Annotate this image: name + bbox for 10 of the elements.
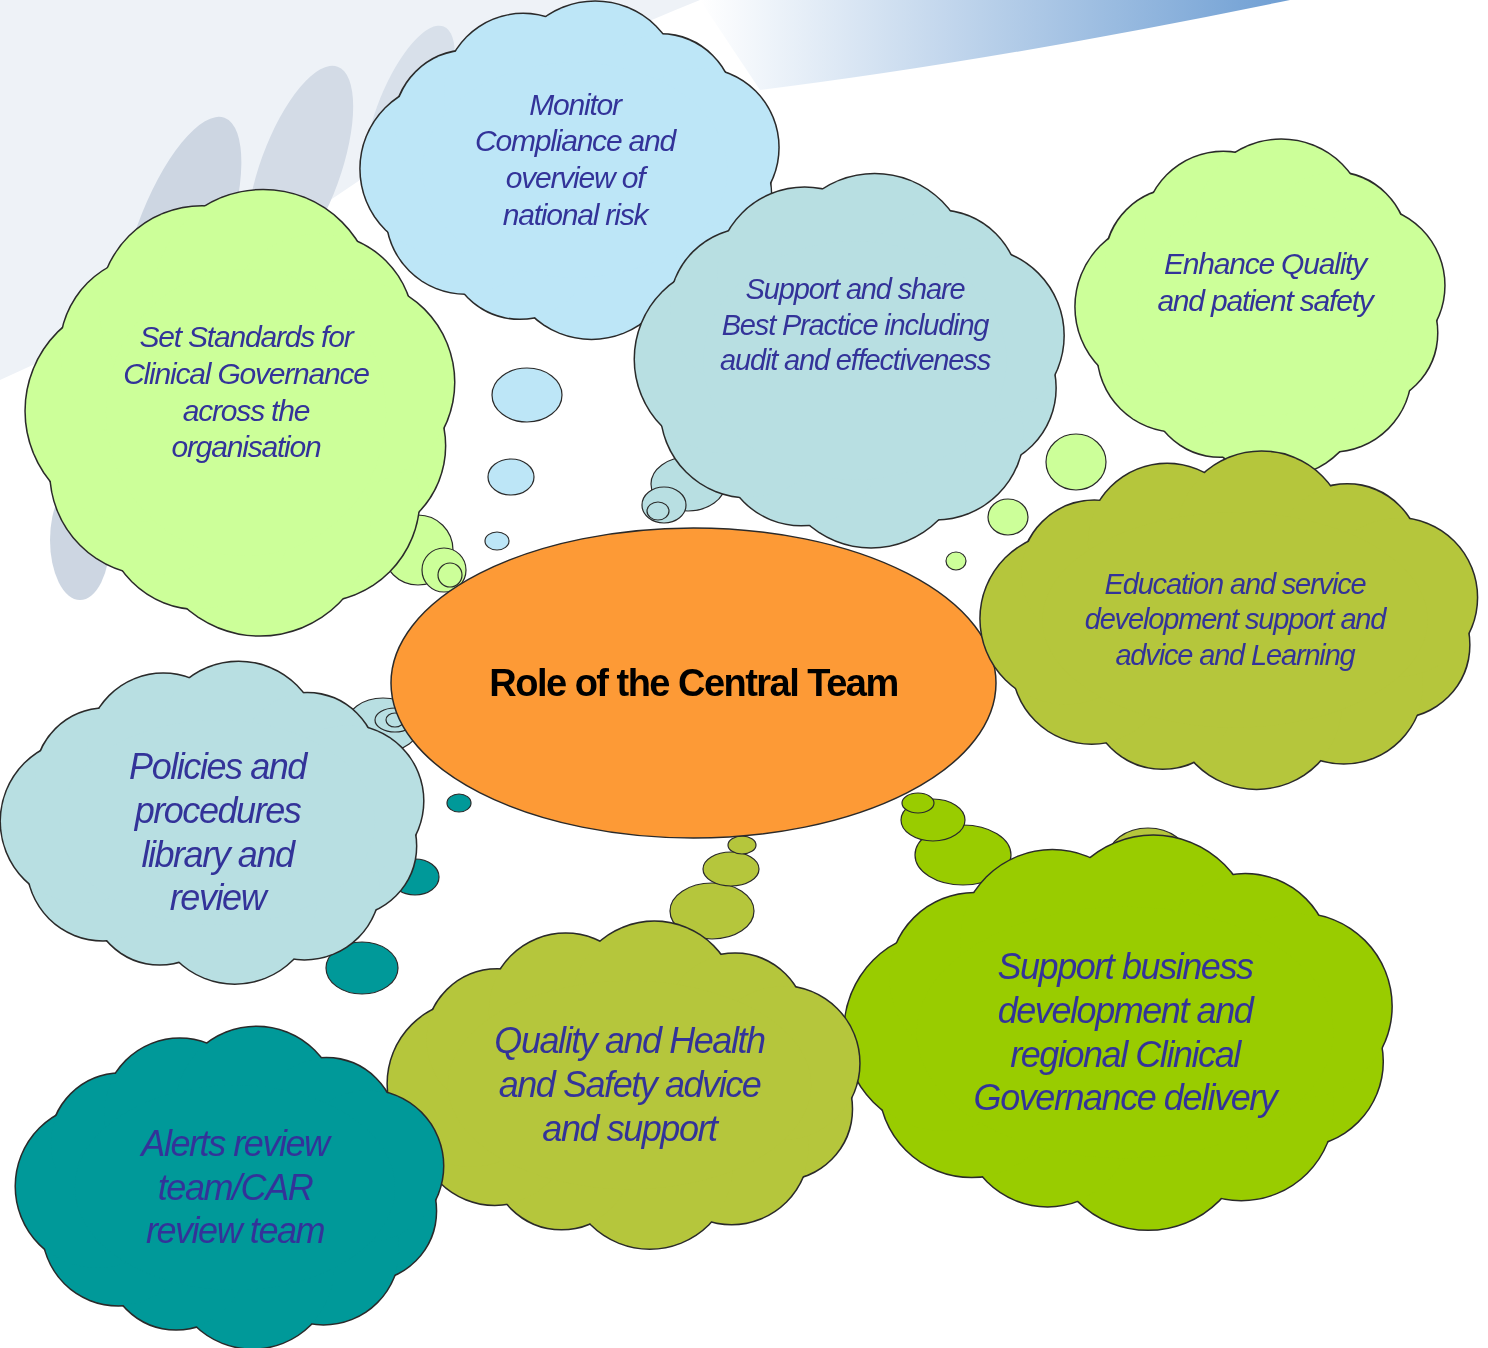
cloud-text: Monitor Compliance and overview of national risk [474, 86, 678, 233]
cloud-text: Support and share Best Practice including audit and effectiveness [720, 272, 990, 379]
cloud-text: Enhance Quality and patient safety [1156, 246, 1376, 319]
cloud-text: Alerts review team/CAR review team [120, 1121, 350, 1254]
cloud-text: Set Standards for Clinical Governance across the organisation [122, 319, 370, 466]
central-title: Role of the Central Team [488, 660, 899, 706]
cloud-text: Education and service development support and advice and Learning [1083, 566, 1388, 673]
cloud-text: Policies and procedures library and review [128, 744, 309, 921]
cloud-text: Support business development and regional Clinical Governance delivery [955, 944, 1295, 1121]
cloud-text: Quality and Health and Safety advice and support [493, 1019, 766, 1151]
